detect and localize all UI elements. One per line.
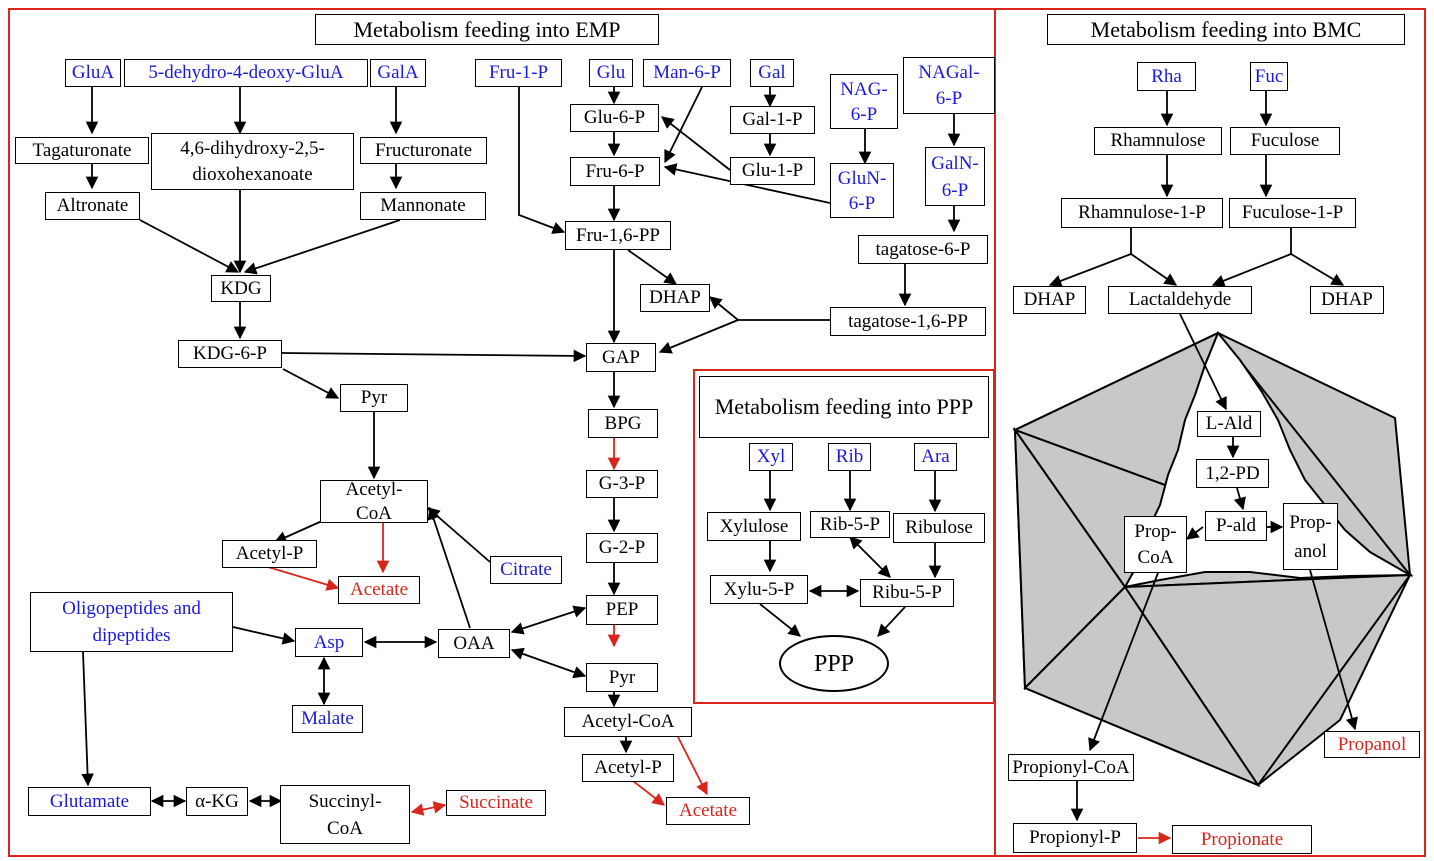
node-oaa: OAA xyxy=(438,629,510,658)
node-propanol: Propanol xyxy=(1324,731,1420,758)
node-propionyl-coa: Propionyl-CoA xyxy=(1008,754,1134,781)
node-acetate-right: Acetate xyxy=(666,797,750,825)
node-propionyl-p: Propionyl-P xyxy=(1013,823,1137,853)
node-fuc: Fuc xyxy=(1250,62,1288,91)
node-tagaturonate: Tagaturonate xyxy=(15,137,149,164)
emp-panel-title: Metabolism feeding into EMP xyxy=(315,14,659,45)
node-pyr-left: Pyr xyxy=(340,384,408,412)
node-altronate: Altronate xyxy=(45,192,140,220)
node-g-3-p: G-3-P xyxy=(586,470,658,498)
node-gal-1-p: Gal-1-P xyxy=(730,106,815,134)
node-fuculose: Fuculose xyxy=(1230,127,1340,155)
node-tagatose-6-p: tagatose-6-P xyxy=(858,235,988,264)
ppp-panel-border xyxy=(693,369,995,704)
node-dhap-emp: DHAP xyxy=(640,284,710,312)
node-rib-5-p: Rib-5-P xyxy=(810,511,890,538)
node-rib: Rib xyxy=(828,443,871,471)
node-xyl: Xyl xyxy=(749,443,793,471)
node-ribu-5-p: Ribu-5-P xyxy=(860,579,954,607)
node-mannonate: Mannonate xyxy=(360,192,486,220)
node-glu-6-p: Glu-6-P xyxy=(570,104,659,132)
node-acetyl-p-right: Acetyl-P xyxy=(582,754,674,782)
node-l-ald: L-Ald xyxy=(1197,411,1261,437)
node-fructuronate: Fructuronate xyxy=(360,137,487,164)
node-succinyl-coa: Succinyl-CoA xyxy=(280,785,410,844)
node-malate: Malate xyxy=(292,705,363,733)
node-p-ald: P-ald xyxy=(1205,511,1267,541)
node-fuculose-1-p: Fuculose-1-P xyxy=(1229,198,1356,228)
node-rha: Rha xyxy=(1137,62,1196,91)
node-kdg: KDG xyxy=(211,275,271,302)
ppp-panel-title: Metabolism feeding into PPP xyxy=(699,376,989,438)
node-succinate: Succinate xyxy=(446,790,546,816)
node-nag-6-p: NAG-6-P xyxy=(830,74,898,129)
node-rhamnulose: Rhamnulose xyxy=(1094,127,1222,155)
node-bpg: BPG xyxy=(588,409,658,438)
node-citrate: Citrate xyxy=(490,556,562,584)
node-1-2-pd: 1,2-PD xyxy=(1196,459,1269,488)
node-dihydroxy-dioxohexanoate: 4,6-dihydroxy-2,5-dioxohexanoate xyxy=(151,133,354,190)
node-asp: Asp xyxy=(295,628,363,657)
node-gal: Gal xyxy=(750,59,794,87)
node-nagal-6-p: NAGal-6-P xyxy=(903,57,995,114)
bmc-panel-title: Metabolism feeding into BMC xyxy=(1047,14,1405,45)
node-dehydro-glua: 5-dehydro-4-deoxy-GluA xyxy=(124,59,368,87)
node-g-2-p: G-2-P xyxy=(586,533,658,563)
node-rhamnulose-1-p: Rhamnulose-1-P xyxy=(1061,198,1223,228)
node-glun-6-p: GluN-6-P xyxy=(830,163,894,218)
node-fru-1-p: Fru-1-P xyxy=(475,59,562,87)
node-gap: GAP xyxy=(586,343,656,372)
node-acetate-left: Acetate xyxy=(338,576,420,604)
node-gala: GalA xyxy=(370,59,426,87)
node-kdg-6-p: KDG-6-P xyxy=(178,340,282,368)
node-fru-1-6-pp: Fru-1,6-PP xyxy=(565,221,671,250)
node-glu-1-p: Glu-1-P xyxy=(730,157,815,185)
node-ara: Ara xyxy=(914,443,957,471)
node-xylulose: Xylulose xyxy=(707,512,801,541)
node-dhap-bmc-left: DHAP xyxy=(1013,286,1086,314)
node-propionate: Propionate xyxy=(1172,825,1312,854)
node-glu: Glu xyxy=(589,59,633,87)
bmc-shell xyxy=(1012,331,1414,788)
node-tagatose-1-6-pp: tagatose-1,6-PP xyxy=(830,307,986,336)
node-dhap-bmc-right: DHAP xyxy=(1310,286,1384,314)
node-ribulose: Ribulose xyxy=(893,513,985,543)
node-xylu-5-p: Xylu-5-P xyxy=(710,575,808,604)
node-propanol-inner: Prop-anol xyxy=(1283,503,1338,570)
node-acetyl-coa-left: Acetyl-CoA xyxy=(320,479,428,524)
node-acetyl-coa-right: Acetyl-CoA xyxy=(564,707,692,737)
node-glutamate: Glutamate xyxy=(28,787,151,816)
node-fru-6-p: Fru-6-P xyxy=(570,157,660,186)
node-prop-coa: Prop-CoA xyxy=(1124,516,1187,573)
node-man-6-p: Man-6-P xyxy=(643,59,731,87)
node-pep: PEP xyxy=(586,595,658,625)
node-ppp: PPP xyxy=(779,635,889,692)
node-galn-6-p: GalN-6-P xyxy=(925,147,985,206)
node-glua: GluA xyxy=(65,59,121,87)
node-oligopeptides: Oligopeptides and dipeptides xyxy=(30,592,233,652)
node-alpha-kg: α-KG xyxy=(186,787,248,816)
node-acetyl-p-left: Acetyl-P xyxy=(222,540,317,568)
node-pyr-right: Pyr xyxy=(586,663,658,692)
node-lactaldehyde: Lactaldehyde xyxy=(1108,286,1252,314)
